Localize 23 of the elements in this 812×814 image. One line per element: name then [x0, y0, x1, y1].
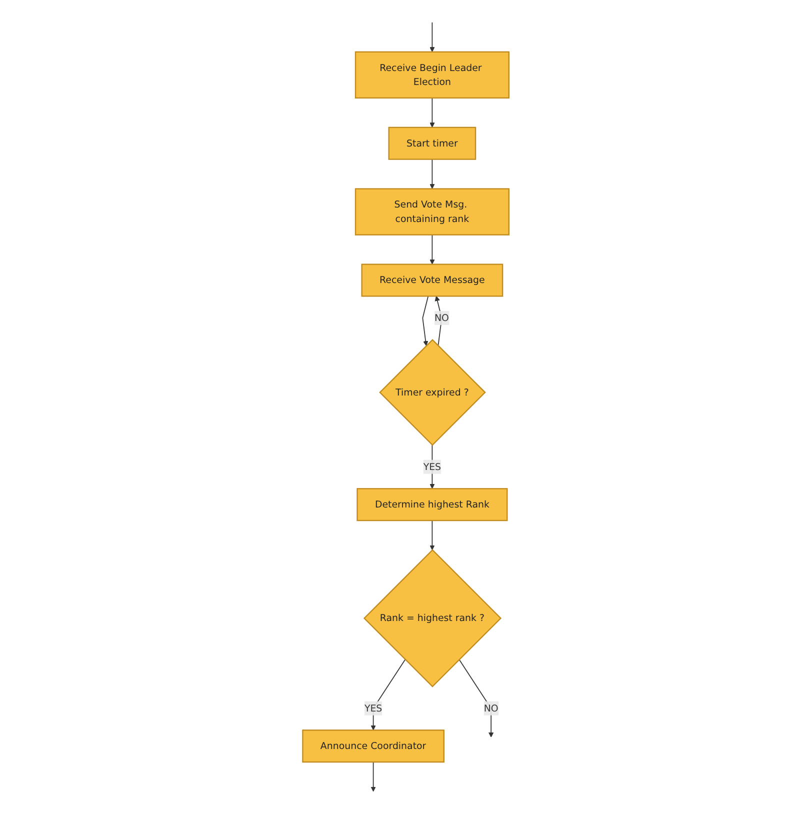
edge-label: NO	[484, 702, 499, 714]
arrow	[430, 234, 435, 265]
node-box: Receive Begin Leader Election	[355, 51, 510, 99]
edge-label: YES	[424, 460, 442, 472]
arrow	[458, 659, 494, 738]
arrow	[430, 444, 435, 489]
node-box: Send Vote Msg. containing rank	[355, 188, 510, 236]
node-diamond: Timer expired ?	[379, 339, 486, 446]
edge-label: NO	[434, 312, 450, 324]
arrow	[422, 296, 429, 346]
arrow	[370, 762, 376, 792]
node-box: Receive Vote Message	[361, 264, 504, 297]
node-box: Start timer	[388, 126, 476, 160]
arrow	[430, 22, 435, 52]
arrow	[430, 520, 435, 550]
node-box: Announce Coordinator	[302, 730, 445, 763]
arrow	[430, 158, 435, 190]
node-diamond: Rank = highest rank ?	[364, 549, 502, 688]
node-box: Determine highest Rank	[356, 488, 508, 522]
edge-label: YES	[364, 702, 382, 714]
arrow	[430, 98, 435, 128]
arrow	[370, 659, 406, 730]
arrow	[435, 296, 442, 346]
